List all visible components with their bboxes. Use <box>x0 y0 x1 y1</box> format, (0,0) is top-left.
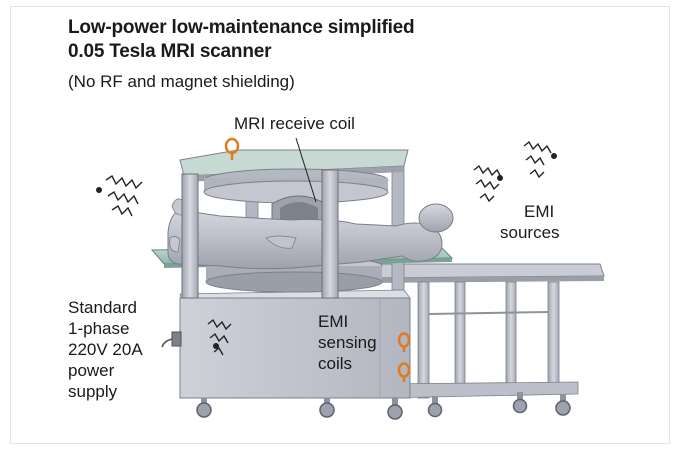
emi-sources-label-1: EMI <box>524 202 555 221</box>
wheel-icon <box>387 398 403 420</box>
power-label-3: 220V 20A <box>68 340 143 359</box>
coil-icon <box>397 362 411 382</box>
emi-wave-icon <box>473 164 503 203</box>
wheel-icon <box>196 398 212 418</box>
coil-icon <box>397 332 411 352</box>
emi-wave-icon <box>96 174 143 217</box>
magnet-frame-front <box>181 169 339 299</box>
scanner-cabinet <box>161 289 411 418</box>
emi-wave-icon <box>523 140 557 179</box>
emi-sources-label-2: sources <box>500 223 560 242</box>
power-label-1: Standard <box>68 298 137 317</box>
title-line-1: Low-power low-maintenance simplified <box>68 17 415 38</box>
title-line-2: 0.05 Tesla MRI scanner <box>68 41 272 62</box>
receive-coil-label: MRI receive coil <box>234 114 355 133</box>
coil-icon <box>224 137 240 160</box>
wheel-icon <box>555 394 571 416</box>
sensing-label-3: coils <box>318 354 353 373</box>
sensing-label-2: sensing <box>318 333 377 352</box>
sensing-label-1: EMI <box>318 312 349 331</box>
emi-wave-icon <box>207 318 232 356</box>
wheel-icon <box>512 392 528 414</box>
magnet-frame-top <box>179 149 409 204</box>
power-plug-icon <box>161 331 182 348</box>
receive-coil-leader <box>295 137 317 203</box>
power-label-4: power <box>68 361 115 380</box>
wheel-icon <box>319 398 335 418</box>
power-label-2: 1-phase <box>68 319 130 338</box>
patient-figure <box>167 198 454 270</box>
wheel-icon <box>427 396 443 418</box>
patient-table-cart <box>355 263 605 420</box>
power-label-5: supply <box>68 382 118 401</box>
subtitle: (No RF and magnet shielding) <box>68 72 295 91</box>
